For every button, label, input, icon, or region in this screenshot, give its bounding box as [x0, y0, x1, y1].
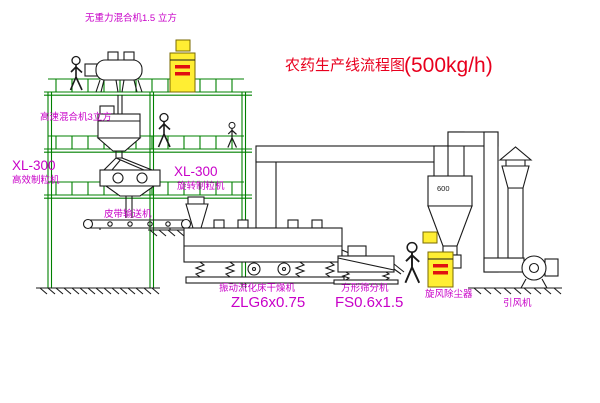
square-sieve	[333, 245, 405, 285]
granulator	[99, 169, 161, 218]
label-fan: 引风机	[503, 297, 532, 309]
label-sieve-model: FS0.6x1.5	[335, 294, 403, 311]
label-belt-conveyor: 皮带输送机	[104, 208, 152, 220]
y-duct	[115, 157, 153, 171]
exhaust-stack	[498, 146, 533, 259]
title-capacity: (500kg/h)	[404, 54, 493, 77]
induced-draft-fan	[512, 255, 559, 289]
worker-figure	[69, 55, 83, 91]
label-gravity-free-mixer: 无重力混合机1.5 立方	[85, 12, 177, 24]
structure-floors	[44, 91, 252, 199]
label-dryer-name: 振动流化床干燥机	[219, 282, 296, 294]
structure-columns	[47, 92, 247, 288]
label-sieve-name: 方形筛分机	[341, 282, 389, 294]
label-granulator-right-name: 旋转制粒机	[177, 180, 225, 192]
vibration-motor	[247, 262, 261, 276]
control-cabinet-right	[422, 231, 454, 288]
vibration-motor	[277, 262, 291, 276]
dryer-springs	[194, 261, 336, 278]
label-dryer-model: ZLG6x0.75	[231, 294, 305, 311]
label-granulator-right-model: XL-300	[174, 164, 218, 179]
high-speed-mixer	[96, 105, 153, 171]
gravity-free-mixer	[84, 51, 143, 114]
label-high-speed-mixer: 高速混合机3立方	[40, 111, 112, 123]
worker-figure	[404, 241, 421, 284]
label-granulator-left-model: XL-300	[12, 158, 56, 173]
fluid-bed-dryer	[183, 196, 357, 284]
belt-conveyor	[82, 218, 192, 230]
label-granulator-left-name: 高效制粒机	[12, 174, 60, 186]
railing-mid	[48, 135, 244, 149]
label-cyclone: 旋风除尘器	[425, 288, 473, 300]
duct-diameter-text: 600	[437, 184, 450, 193]
worker-figure	[157, 112, 171, 148]
exhaust-duct	[255, 131, 525, 273]
drawing-title: 农药生产线流程图 (500kg/h)	[285, 54, 493, 77]
control-cabinet-left	[169, 39, 196, 93]
title-text: 农药生产线流程图	[285, 57, 405, 74]
